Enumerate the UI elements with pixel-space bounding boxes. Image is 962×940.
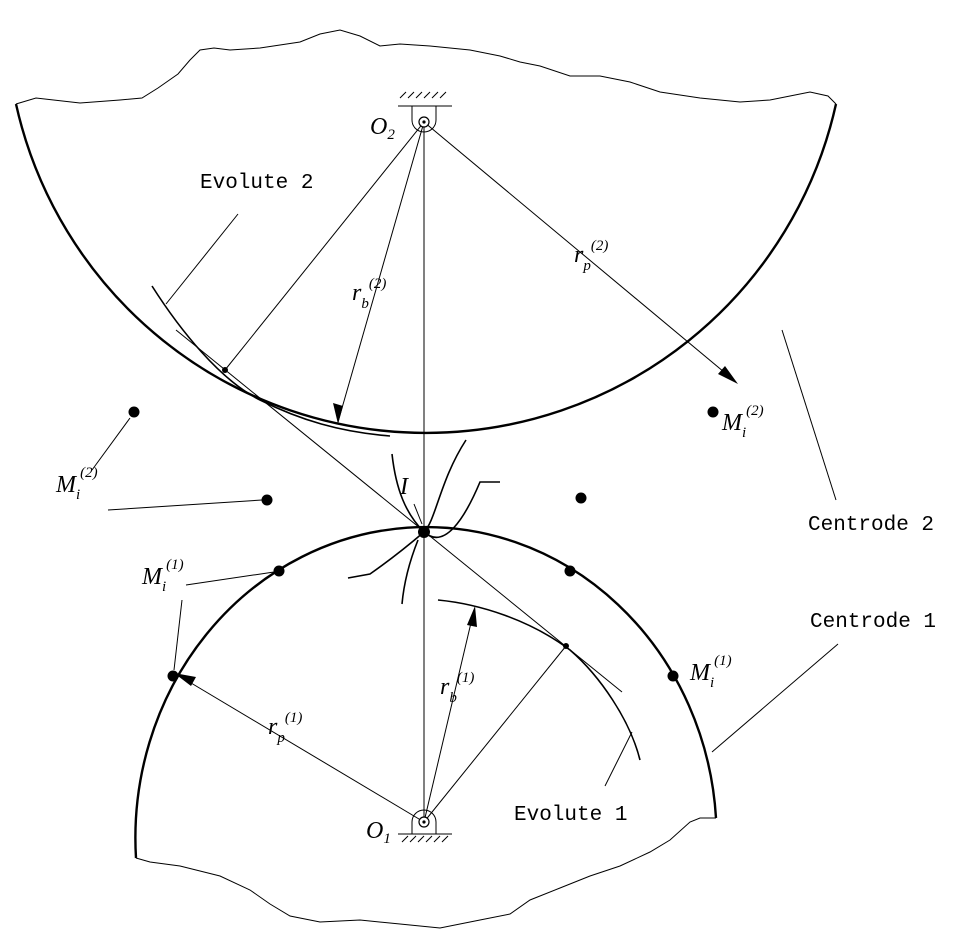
rb1-line <box>423 645 567 823</box>
centrode-2-arc <box>14 103 838 435</box>
label-centrode-1: Centrode 1 <box>810 611 936 634</box>
mi1-leader-b <box>173 599 183 671</box>
label-mi1-left: Mi(1) <box>141 557 184 595</box>
label-pitch-point: I <box>399 474 409 500</box>
rp2-arrow-line <box>423 121 737 383</box>
label-rb2: rb(2) <box>352 276 386 312</box>
rb1-arrow-line <box>423 609 475 823</box>
evolute-1-tangent-point <box>563 643 569 649</box>
pitch-point-leader <box>413 503 423 525</box>
rp2-arrowhead <box>718 366 738 384</box>
label-rb1: rb(1) <box>440 670 474 706</box>
mi1-point-right-inner <box>564 565 576 577</box>
mi2-point-right-outer <box>707 406 719 418</box>
pitch-point-I <box>418 526 430 538</box>
mi1-point-left-inner <box>273 565 285 577</box>
rb2-arrow-line <box>337 121 425 423</box>
mi2-leader-a <box>91 417 131 471</box>
label-mi1-right: Mi(1) <box>689 653 732 691</box>
mi2-point-left-inner <box>261 494 273 506</box>
label-rp1: rp(1) <box>268 710 302 746</box>
evolute-1-leader <box>604 731 633 787</box>
mi2-point-left-outer <box>128 406 140 418</box>
rb2-line <box>224 121 425 371</box>
gear-2-break-line <box>15 29 837 105</box>
rb2-arrowhead <box>333 403 343 424</box>
tooth-profile-2 <box>391 453 500 539</box>
mi1-point-right-outer <box>667 670 679 682</box>
centrode-2-leader <box>781 329 837 501</box>
label-o2: O2 <box>370 114 395 143</box>
tooth-profile-1b <box>401 539 419 605</box>
rp1-arrowhead <box>174 673 196 686</box>
label-mi2-right: Mi(2) <box>721 403 764 441</box>
line-of-action <box>175 329 623 693</box>
label-evolute-2: Evolute 2 <box>200 172 313 195</box>
centrode-1-arc <box>134 525 718 859</box>
centrode-1-leader <box>711 643 839 753</box>
label-o1: O1 <box>366 818 391 847</box>
evolute-2-leader <box>165 213 239 305</box>
gear-1-break-line <box>135 817 716 929</box>
mi1-leader-a <box>185 571 275 586</box>
mi2-leader-b <box>107 499 263 511</box>
label-evolute-1: Evolute 1 <box>514 804 627 827</box>
rb1-arrowhead <box>467 606 477 627</box>
evolute-1-curve <box>437 599 641 761</box>
pivot-support-o1 <box>398 809 452 843</box>
label-centrode-2: Centrode 2 <box>808 514 934 537</box>
evolute-2-tangent-point <box>222 367 228 373</box>
rp1-arrow-line <box>175 673 425 823</box>
pivot-support-o2 <box>398 91 452 133</box>
evolute-2-curve <box>151 285 391 437</box>
mi2-point-right-inner <box>575 492 587 504</box>
label-mi2-left: Mi(2) <box>55 465 98 503</box>
label-rp2: rp(2) <box>574 238 608 274</box>
mi1-point-left-outer <box>167 670 179 682</box>
